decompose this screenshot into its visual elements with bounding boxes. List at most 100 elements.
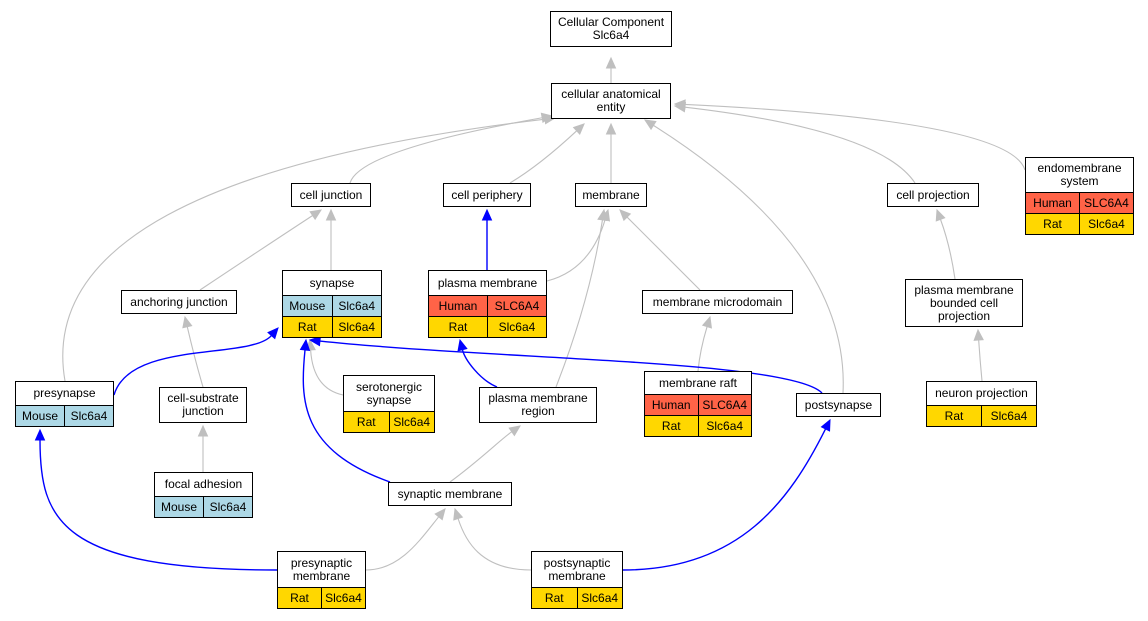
node-label: plasma membrane bounded cell projection [914,282,1014,323]
edge-pm-bounded-to-cell-projection [935,208,956,280]
annotation-gene: SLC6A4 [1079,193,1133,213]
annotation-species: Rat [544,591,564,605]
edge-arrowhead [508,425,521,437]
edge-line [697,326,708,372]
annotation-gene: Slc6a4 [576,588,623,608]
node-label: neuron projection [935,386,1028,400]
node-cae[interactable]: cellular anatomical entity [551,83,671,119]
edge-line [449,431,513,483]
edge-pm-region-to-membrane [555,208,608,388]
node-label: Cellular Component Slc6a4 [557,15,665,42]
edge-line [684,106,916,184]
node-cell-substrate[interactable]: cell-substrate junction [159,387,247,423]
edge-arrowhead [605,56,617,69]
edge-cae-to-cc-root [605,56,617,83]
edge-postsynaptic-membrane-to-synaptic-membrane [453,507,532,571]
node-anchoring-junction[interactable]: anchoring junction [121,290,237,314]
edge-arrowhead [325,208,337,221]
node-pm-region[interactable]: plasma membrane region [479,387,597,423]
edge-arrowhead [308,335,321,347]
node-label: membrane [582,187,640,202]
node-postsynapse[interactable]: postsynapse [796,393,881,417]
edge-arrowhead [973,328,984,341]
node-label: presynaptic membrane [290,555,353,583]
edge-arrowhead [197,424,209,437]
annotation-gene: SLC6A4 [697,395,752,415]
edge-line [461,349,498,388]
node-membrane-microdomain[interactable]: membrane microdomain [642,290,793,314]
node-label: cell projection [896,187,970,202]
node-membrane[interactable]: membrane [575,183,647,207]
edge-line [62,118,546,382]
edge-postsynapse-to-cae [643,119,844,394]
node-pm-bounded[interactable]: plasma membrane bounded cell projection [905,279,1023,327]
annotation-species: Rat [356,415,376,429]
edge-membrane-microdomain-to-membrane [619,209,701,291]
node-cell-projection[interactable]: cell projection [887,183,979,207]
edge-line [653,124,844,394]
edge-arrowhead [34,428,46,441]
annotation-species: Rat [448,320,468,334]
node-cell-junction[interactable]: cell junction [291,183,371,207]
edge-focal-adhesion-to-cell-substrate [197,424,209,472]
edge-postsynaptic-membrane-to-postsynapse [622,418,831,571]
node-label: focal adhesion [164,477,243,491]
annotation-species: Mouse [21,409,59,423]
edge-line [319,340,823,394]
edge-line [365,516,440,571]
annotation-gene: SLC6A4 [487,296,546,316]
node-label: cellular anatomical entity [561,87,661,114]
edge-plasma-membrane-to-membrane [546,208,611,282]
edge-line [978,339,983,382]
edge-presynaptic-membrane-to-synaptic-membrane [365,508,446,571]
annotation-species: Mouse [289,299,326,313]
edge-presynapse-to-cae [62,113,557,382]
edge-arrowhead [701,315,713,329]
annotation-row: Rat Slc6a4 [532,587,622,608]
node-label: synaptic membrane [397,486,503,501]
annotation-species: Rat [661,419,681,433]
edge-arrowhead [481,208,493,221]
annotation-species: Mouse [160,500,198,514]
annotation-gene: Slc6a4 [331,296,382,316]
node-label: membrane microdomain [652,294,783,309]
edge-arrowhead [267,327,279,340]
annotation-species: Rat [290,591,309,605]
annotation-species: Rat [944,409,964,423]
edge-line [39,439,278,571]
node-cc-root[interactable]: Cellular Component Slc6a4 [550,11,672,47]
edge-plasma-membrane-to-cell-periphery [481,208,493,271]
annotation-gene: Slc6a4 [331,317,382,337]
edge-line [509,130,578,184]
edge-arrowhead [434,508,446,521]
edge-line [457,518,532,571]
node-synaptic-membrane[interactable]: synaptic membrane [388,482,512,506]
edge-arrowhead [572,123,585,136]
edge-neuron-projection-to-pm-bounded [973,328,984,382]
node-label: endomembrane system [1037,161,1122,188]
annotation-gene: Slc6a4 [487,317,546,337]
node-label: plasma membrane region [488,391,588,418]
node-cell-periphery[interactable]: cell periphery [443,183,531,207]
node-label: postsynapse [804,397,873,412]
edge-line [302,349,391,483]
